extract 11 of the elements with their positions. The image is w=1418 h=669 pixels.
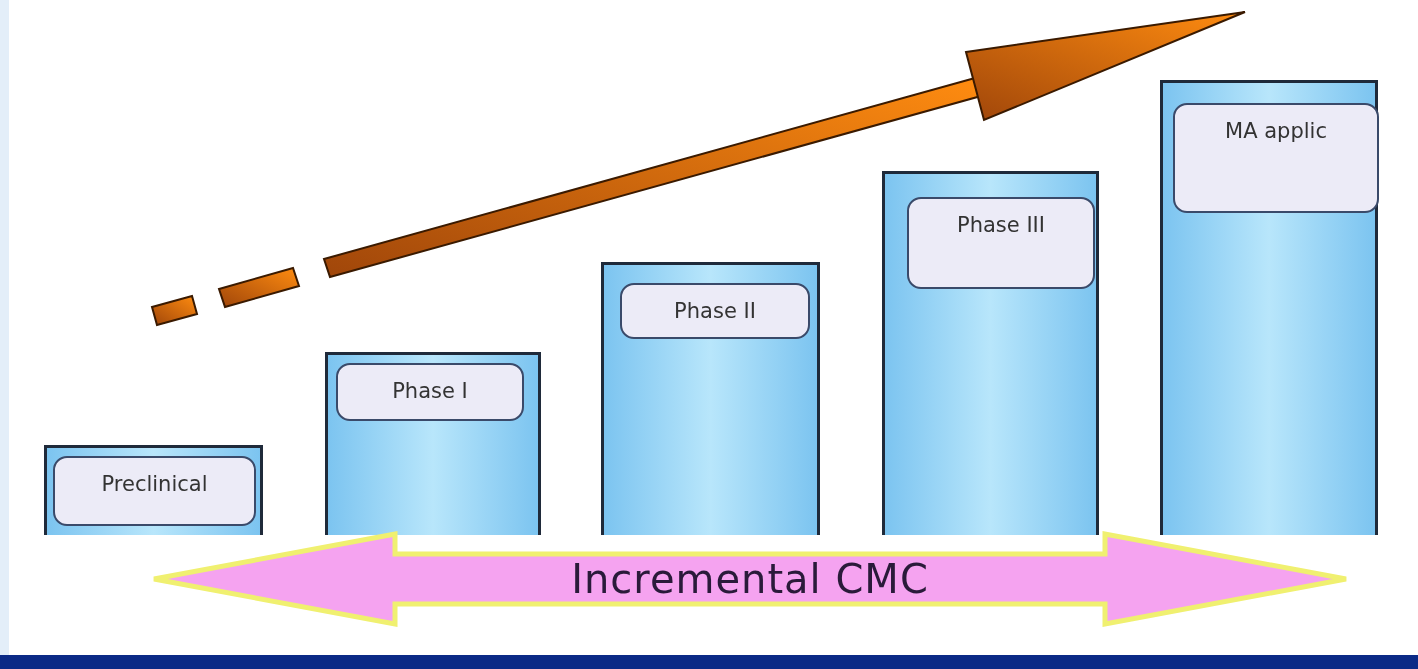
bar — [882, 171, 1099, 535]
bar — [601, 262, 820, 535]
bar — [325, 352, 541, 535]
stage-label: Phase I — [336, 363, 524, 421]
bar — [44, 445, 263, 535]
bar — [1160, 80, 1378, 535]
stage-label: Preclinical — [53, 456, 256, 526]
stage-label: MA applic — [1173, 103, 1379, 213]
arrow-label: Incremental CMC — [570, 555, 930, 604]
stage-label: Phase III — [907, 197, 1095, 289]
stage-label: Phase II — [620, 283, 810, 339]
